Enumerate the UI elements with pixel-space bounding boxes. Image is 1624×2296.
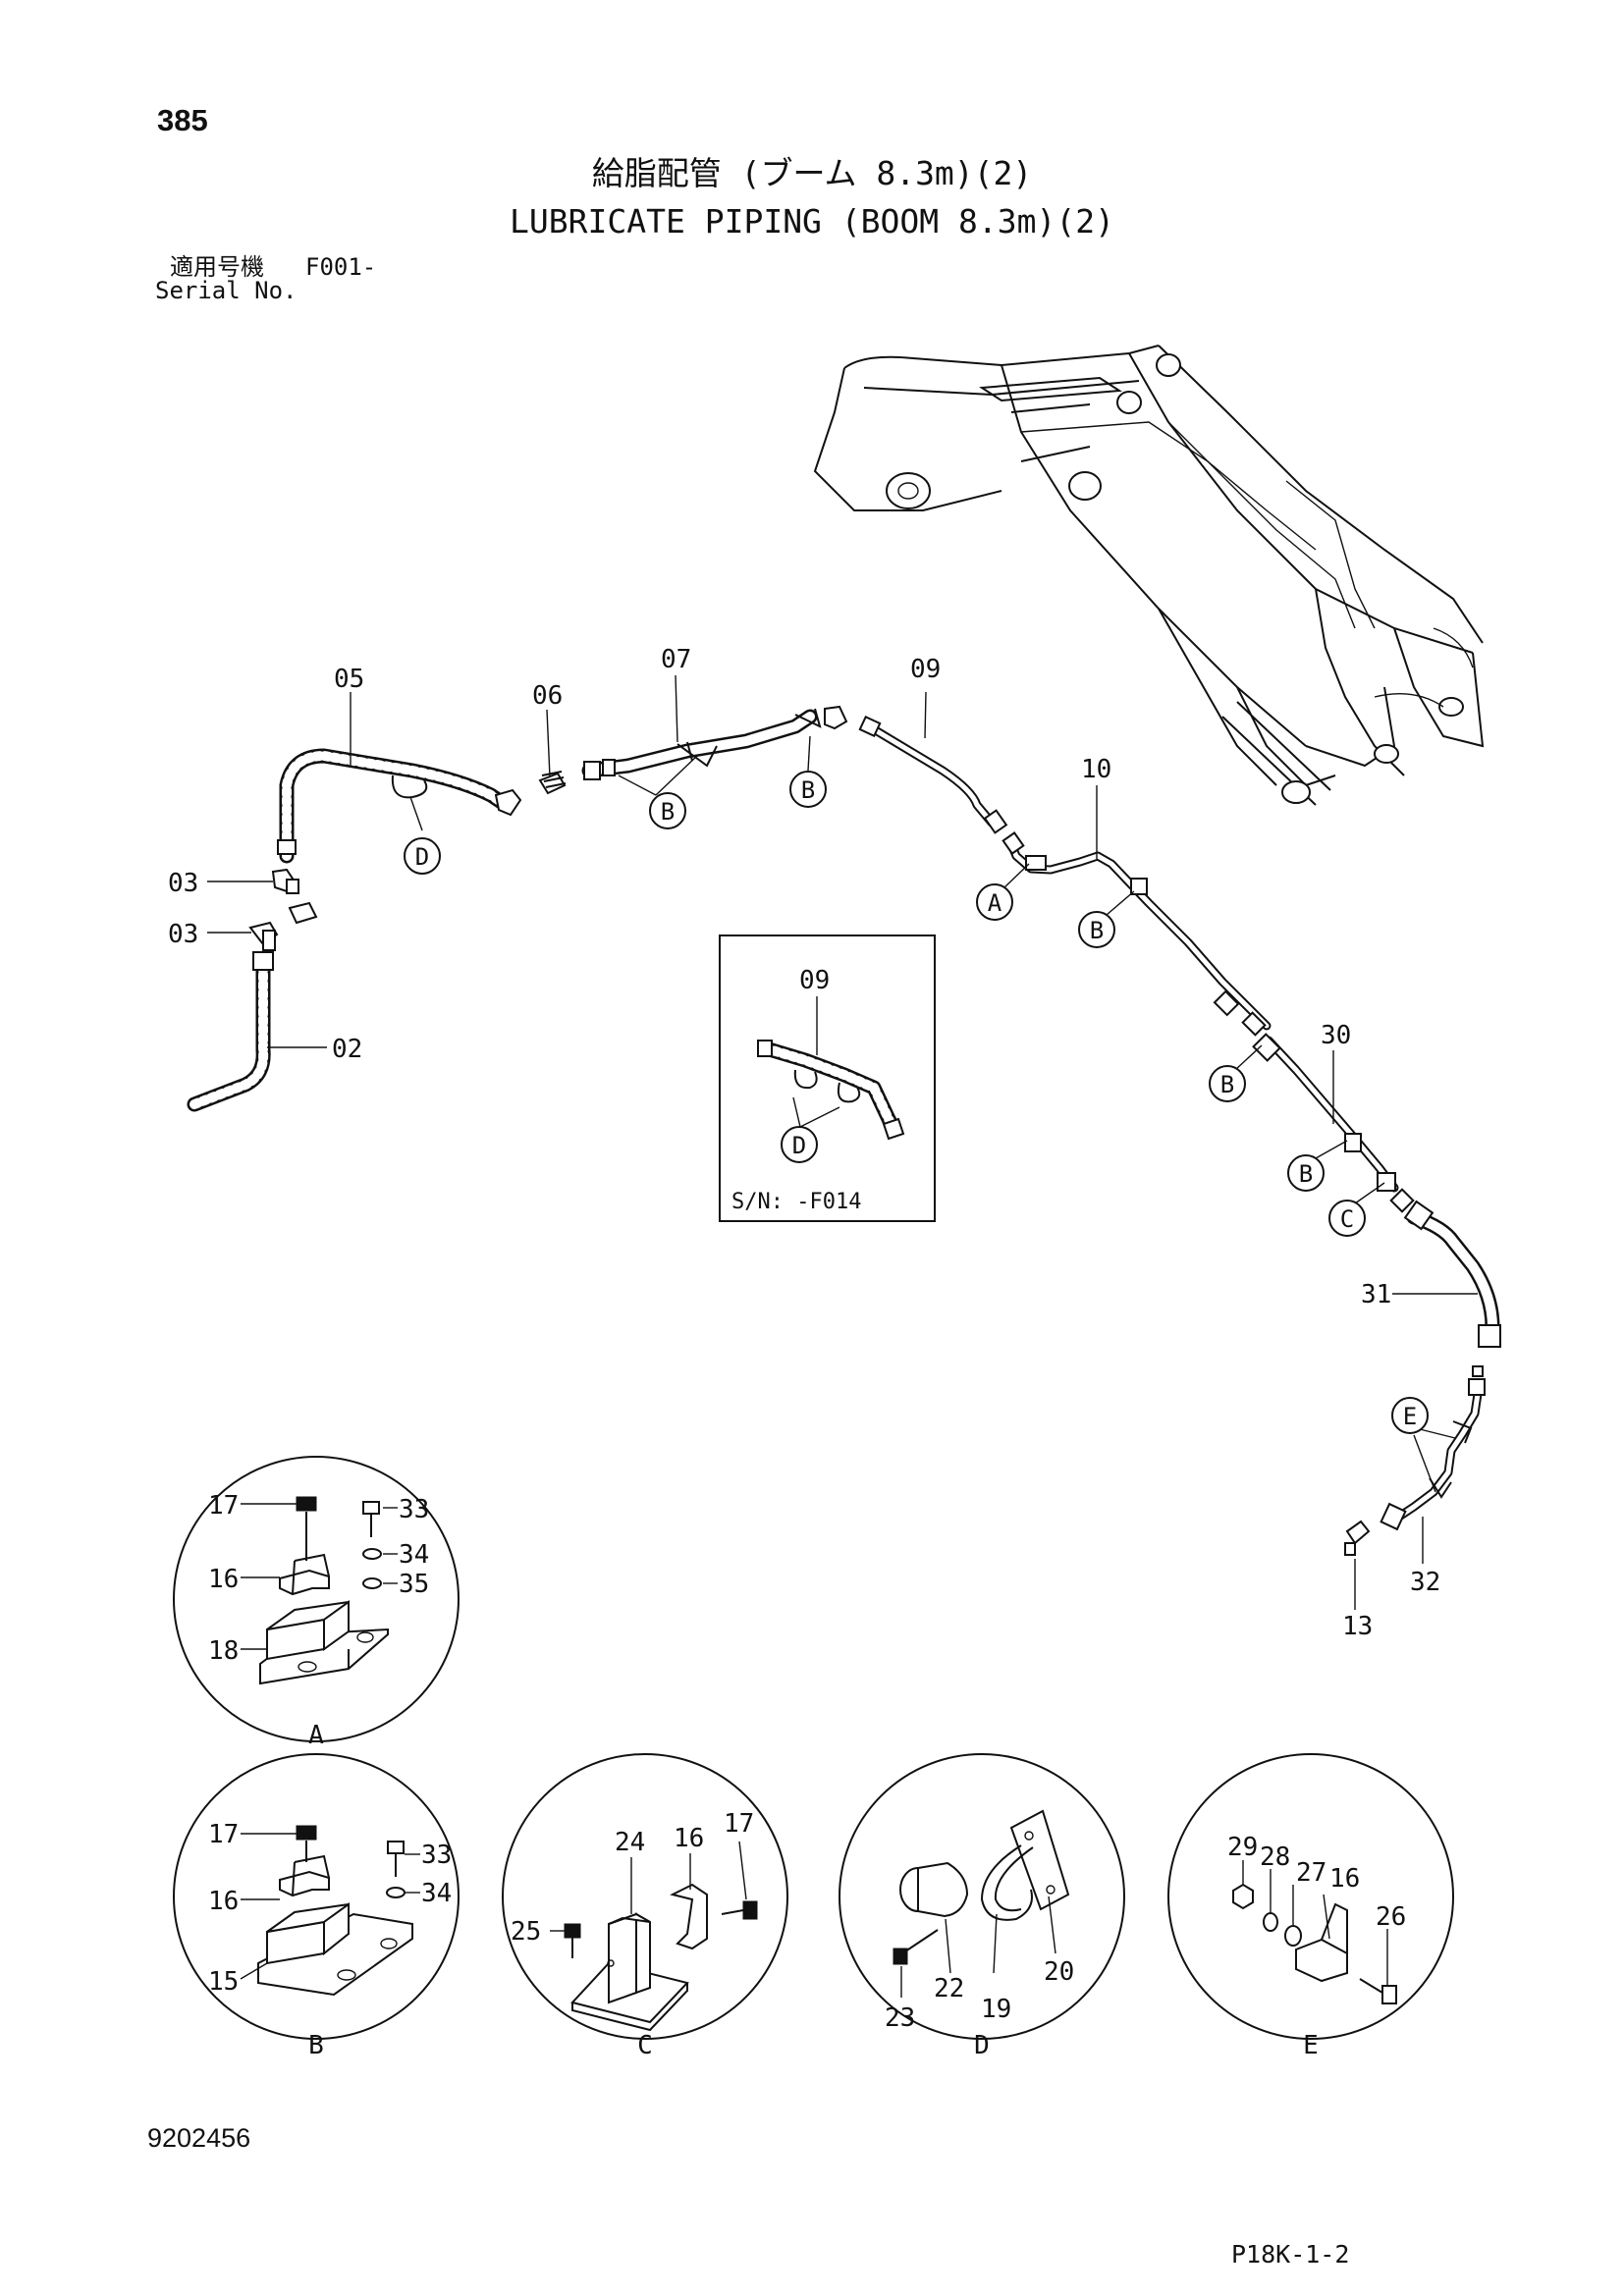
detail-d-label-20: 20 (1044, 1957, 1074, 1987)
detail-ref-b-bubble-1 (649, 792, 686, 829)
detail-ref-c-bubble (1328, 1200, 1366, 1237)
detail-c-circle (502, 1753, 788, 2040)
detail-a-label-16: 16 (208, 1565, 239, 1594)
detail-ref-d-bubble (404, 837, 441, 875)
main-leader-lines (207, 674, 1478, 1610)
detail-b-circle (173, 1753, 460, 2040)
callout-03-upper: 03 (168, 869, 198, 898)
detail-ref-d-label: D (415, 843, 429, 871)
detail-c-label-16: 16 (674, 1824, 704, 1853)
detail-ref-a-bubble (976, 883, 1013, 921)
detail-view-a: A 17 33 34 16 35 18 (173, 1456, 460, 1750)
inset-variant-box: 09 D S/N: -F014 (719, 934, 936, 1222)
piping-assembly (187, 705, 1501, 1556)
callout-07: 07 (661, 645, 691, 674)
title-japanese: 給脂配管 (ブーム 8.3m)(2) (592, 154, 1033, 192)
detail-e-label-27: 27 (1296, 1858, 1326, 1888)
detail-b-label-15: 15 (208, 1967, 239, 1997)
detail-e-label-16: 16 (1329, 1864, 1360, 1894)
detail-b-label-17: 17 (208, 1820, 239, 1849)
detail-b-caption: B (308, 2031, 324, 2060)
detail-e-label-26: 26 (1376, 1902, 1406, 1932)
detail-a-caption: A (308, 1721, 324, 1750)
detail-reference-bubbles: D B B A B B B C E (404, 735, 1456, 1493)
detail-c-caption: C (637, 2031, 653, 2060)
detail-view-e: E 29 28 27 16 26 (1167, 1753, 1454, 2060)
detail-ref-a-label: A (988, 889, 1002, 917)
detail-b-label-16: 16 (208, 1887, 239, 1916)
detail-c-label-24: 24 (615, 1828, 645, 1857)
detail-d-caption: D (974, 2031, 990, 2060)
callout-30: 30 (1321, 1021, 1351, 1050)
detail-ref-c-label: C (1340, 1205, 1354, 1233)
main-callouts: 02 03 03 05 06 07 09 10 30 31 32 13 (168, 645, 1440, 1641)
boom-illustration (813, 345, 1485, 806)
detail-a-label-18: 18 (208, 1636, 239, 1666)
inset-detail-ref-d-bubble (781, 1126, 818, 1163)
serial-value: F001- (305, 253, 376, 281)
detail-ref-b-bubble-4 (1209, 1065, 1246, 1102)
detail-e-caption: E (1303, 2031, 1319, 2060)
inset-detail-ref-d-label: D (792, 1132, 806, 1159)
page-code: P18K-1-2 (1231, 2240, 1349, 2269)
callout-05: 05 (334, 665, 364, 694)
callout-13: 13 (1342, 1612, 1373, 1641)
detail-d-circle (839, 1753, 1125, 2040)
detail-e-label-29: 29 (1227, 1833, 1258, 1862)
detail-a-label-34: 34 (399, 1540, 429, 1570)
detail-a-label-35: 35 (399, 1570, 429, 1599)
detail-c-label-25: 25 (511, 1917, 541, 1947)
detail-d-label-19: 19 (981, 1995, 1011, 2024)
inset-frame (719, 934, 936, 1222)
detail-ref-b-bubble-5 (1287, 1154, 1325, 1192)
detail-ref-b-bubble-3 (1078, 911, 1115, 948)
detail-a-label-33: 33 (399, 1495, 429, 1524)
detail-ref-b-label-3: B (1090, 917, 1104, 944)
document-number: 9202456 (147, 2123, 250, 2153)
detail-b-label-34: 34 (421, 1879, 452, 1908)
detail-ref-b-label-5: B (1299, 1160, 1313, 1188)
detail-ref-b-label-2: B (801, 776, 815, 804)
detail-c-label-17: 17 (724, 1809, 754, 1839)
callout-10: 10 (1081, 755, 1111, 784)
serial-label-en: Serial No. (155, 277, 298, 304)
title-english: LUBRICATE PIPING (BOOM 8.3m)(2) (510, 202, 1114, 240)
detail-b-label-33: 33 (421, 1841, 452, 1870)
callout-31: 31 (1361, 1280, 1391, 1309)
detail-view-b: B 17 33 34 16 15 (173, 1753, 460, 2060)
callout-03-lower: 03 (168, 920, 198, 949)
callout-09: 09 (910, 655, 941, 684)
page-number: 385 (157, 103, 208, 137)
inset-callout-09: 09 (799, 966, 830, 995)
detail-ref-e-bubble (1391, 1397, 1429, 1434)
detail-ref-b-label-1: B (661, 798, 675, 826)
detail-view-d: D 22 19 20 23 (839, 1753, 1125, 2060)
callout-02: 02 (332, 1035, 362, 1064)
detail-e-circle (1167, 1753, 1454, 2040)
detail-a-label-17: 17 (208, 1491, 239, 1521)
detail-a-circle (173, 1456, 460, 1742)
detail-ref-e-label: E (1403, 1403, 1417, 1430)
callout-32: 32 (1410, 1568, 1440, 1597)
detail-d-label-22: 22 (934, 1974, 964, 2003)
detail-ref-b-bubble-2 (789, 771, 827, 808)
inset-serial-note: S/N: -F014 (731, 1190, 861, 1214)
detail-view-c: C 24 16 17 25 (502, 1753, 788, 2060)
detail-ref-b-label-4: B (1220, 1071, 1234, 1098)
detail-d-label-23: 23 (885, 2003, 915, 2033)
serial-label-jp: 適用号機 (170, 253, 264, 281)
detail-e-label-28: 28 (1260, 1842, 1290, 1872)
callout-06: 06 (532, 681, 563, 711)
